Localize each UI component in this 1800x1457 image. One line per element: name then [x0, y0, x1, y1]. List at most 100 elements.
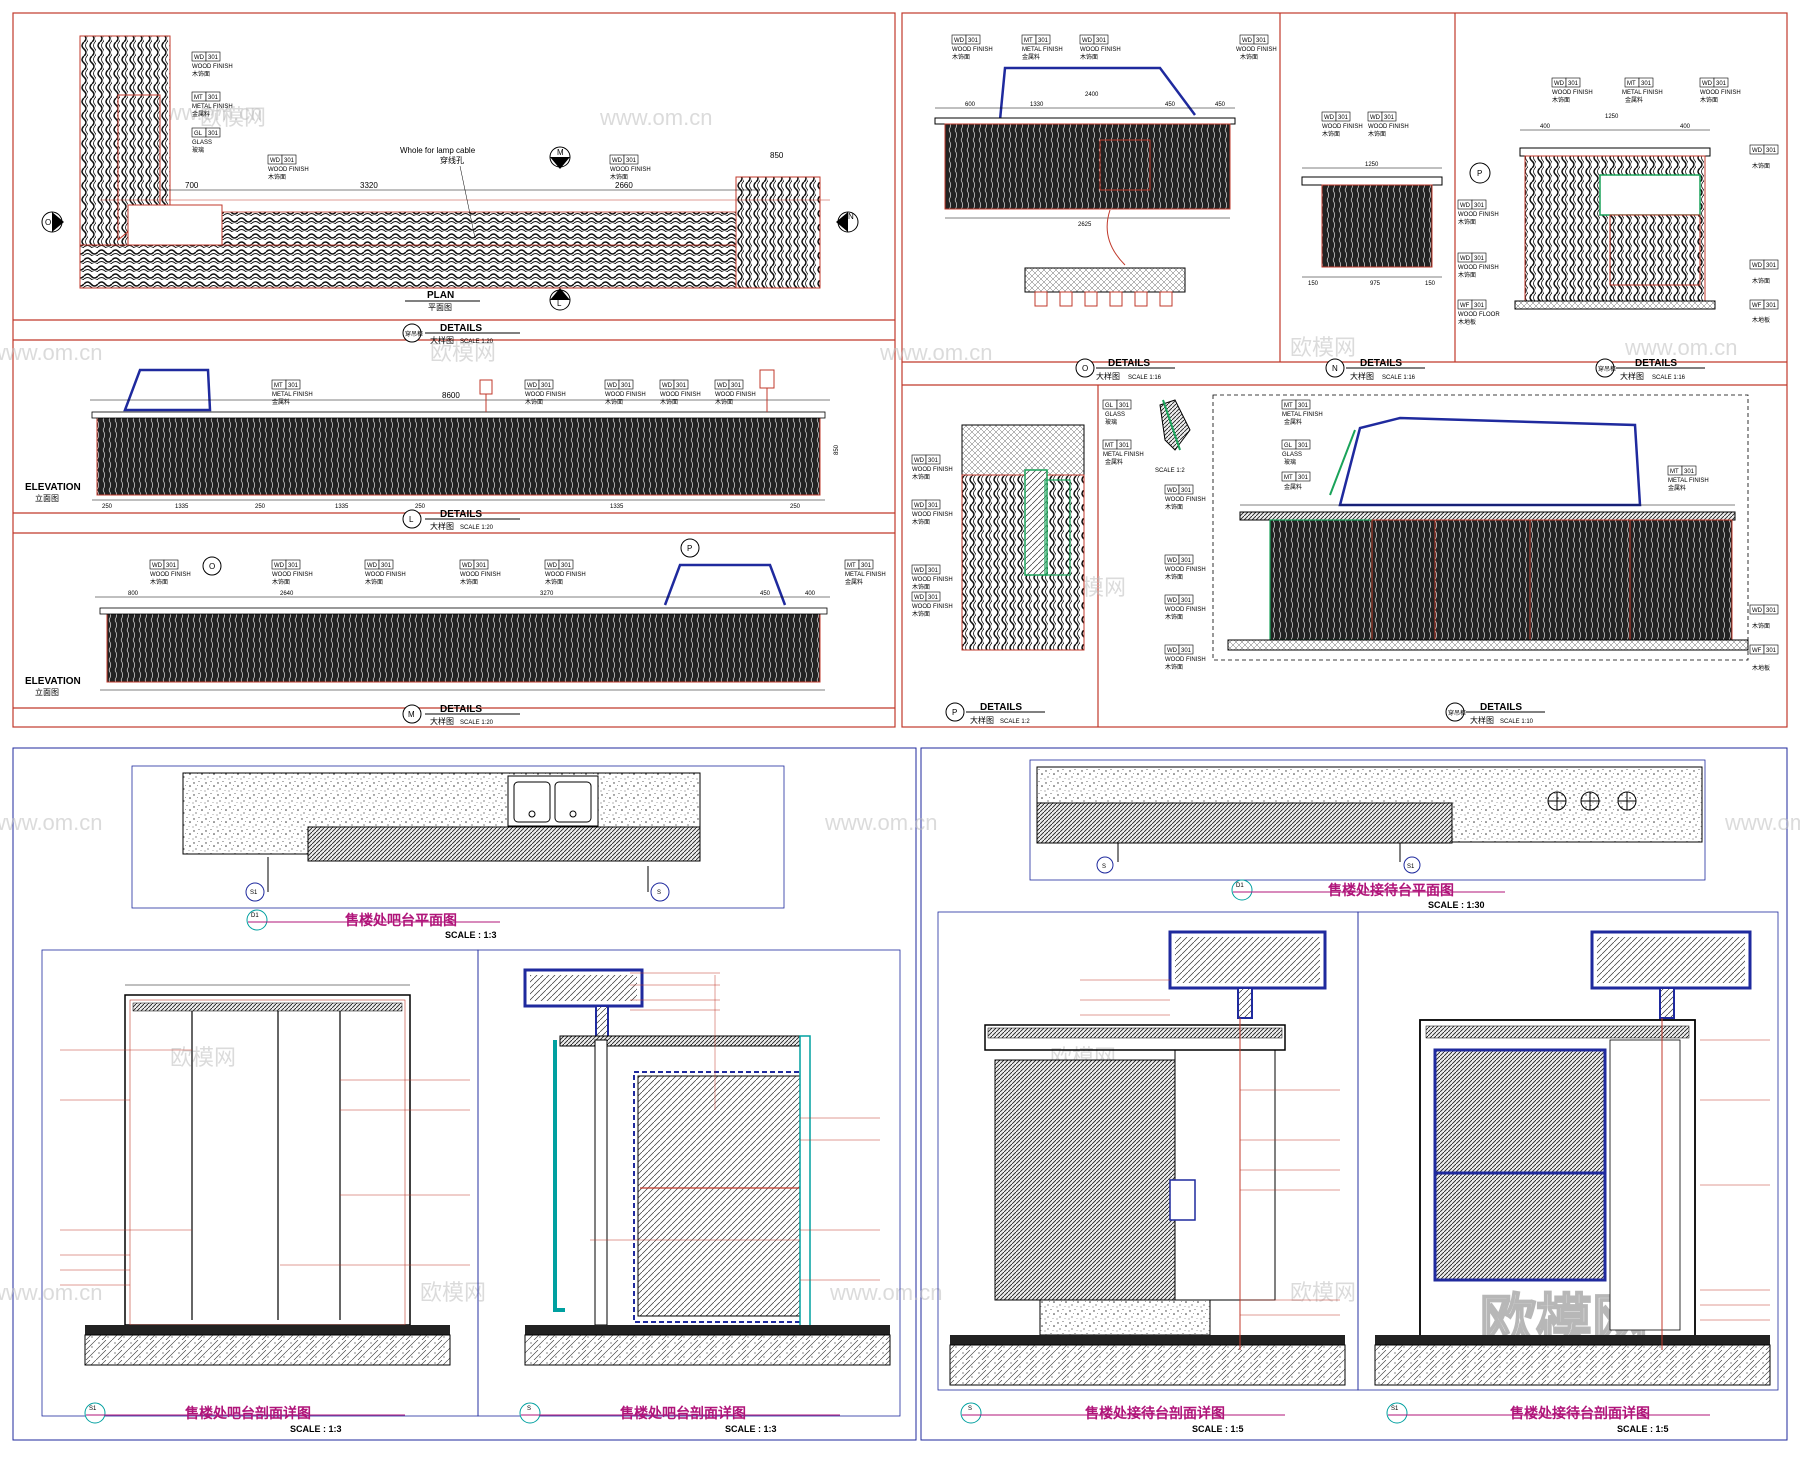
finish-tag: MT 301 金属料 [1281, 471, 1311, 491]
svg-text:大样图: 大样图 [970, 715, 994, 725]
svg-text:MT: MT [274, 383, 283, 389]
svg-text:WF: WF [1752, 303, 1762, 309]
svg-text:301: 301 [561, 563, 572, 569]
watermark-brand: 欧模网 [170, 1045, 236, 1070]
svg-text:M: M [408, 710, 415, 719]
svg-text:N: N [848, 212, 854, 221]
section-mark-icon: O [202, 556, 222, 576]
svg-text:WD: WD [914, 458, 925, 464]
svg-text:WD: WD [914, 503, 925, 509]
svg-text:150: 150 [1308, 281, 1319, 287]
svg-text:DETAILS: DETAILS [1360, 358, 1402, 369]
svg-text:O: O [45, 218, 51, 227]
svg-text:木饰面: 木饰面 [912, 583, 930, 591]
outlet-icon [1617, 791, 1637, 811]
finish-tag: WD 301 WOOD FINISH 木饰面 [364, 559, 406, 586]
svg-text:WOOD FINISH: WOOD FINISH [1368, 124, 1409, 130]
svg-text:301: 301 [861, 563, 872, 569]
svg-text:800: 800 [128, 591, 139, 597]
detail-joint: WD 301 WOOD FINISH 木饰面 WD 301 WOOD FINIS… [911, 424, 1085, 651]
svg-text:301: 301 [288, 383, 299, 389]
bar-sec2-ref: S [527, 1406, 531, 1412]
reception-plan-scale: SCALE : 1:30 [1428, 900, 1485, 910]
bar-sec1-caption: 售楼处吧台剖面详图 [184, 1405, 311, 1421]
svg-text:2625: 2625 [1078, 222, 1092, 228]
svg-text:木饰面: 木饰面 [1240, 53, 1258, 61]
detail-side-elevation: 400 1250 400 P WD 301 WOOD FINISH 木饰面 MT… [1457, 77, 1779, 326]
svg-text:木饰面: 木饰面 [1165, 573, 1183, 581]
watermark-site: www.om.cn [1624, 335, 1737, 360]
svg-text:WOOD FINISH: WOOD FINISH [1165, 567, 1206, 573]
section-mark-m-icon: M [549, 146, 571, 169]
finish-tag: MT 301 METAL FINISH 金属料 [1667, 465, 1709, 492]
elev-a-total: 8600 [442, 391, 460, 400]
svg-text:木地板: 木地板 [1458, 318, 1476, 326]
svg-text:150: 150 [1425, 281, 1436, 287]
svg-text:MT: MT [847, 563, 856, 569]
svg-text:N: N [1332, 364, 1338, 373]
detail-title-block: L DETAILS 大样图 SCALE 1:20 [402, 509, 520, 531]
svg-text:WD: WD [274, 563, 285, 569]
svg-text:301: 301 [1096, 38, 1107, 44]
svg-text:WOOD FINISH: WOOD FINISH [660, 392, 701, 398]
reception-sec2-caption: 售楼处接待台剖面详图 [1509, 1405, 1650, 1421]
svg-text:WD: WD [1752, 148, 1763, 154]
svg-text:木饰面: 木饰面 [660, 398, 678, 406]
svg-text:301: 301 [1641, 81, 1652, 87]
svg-text:木饰面: 木饰面 [610, 173, 628, 181]
bar-sec2-scale: SCALE : 1:3 [725, 1424, 777, 1434]
finish-tag: WD 301 WOOD FINISH 木饰面 [911, 454, 953, 481]
finish-tag: WD 301 WOOD FINISH 木饰面 [1164, 554, 1206, 581]
svg-text:WOOD FINISH: WOOD FINISH [1165, 497, 1206, 503]
svg-text:SCALE 1:16: SCALE 1:16 [1652, 375, 1686, 381]
svg-text:WOOD FINISH: WOOD FINISH [1080, 47, 1121, 53]
svg-text:301: 301 [1119, 443, 1130, 449]
svg-text:450: 450 [760, 591, 771, 597]
watermark-brand: 欧模网 [430, 340, 496, 365]
svg-text:301: 301 [731, 383, 742, 389]
svg-text:GLASS: GLASS [192, 140, 212, 146]
finish-tag: WD 301 WOOD FINISH 木饰面 [149, 559, 191, 586]
watermark-site: www.om.cn [0, 340, 102, 365]
detail-counter-section-10: MT 301 METAL FINISH 金属料 GL 301 GLASS 玻璃 … [1164, 394, 1779, 672]
bar-plan: S1 S D1 售楼处吧台平面图 SCALE : 1:3 [131, 765, 785, 940]
svg-text:WOOD FINISH: WOOD FINISH [1165, 657, 1206, 663]
svg-text:DETAILS: DETAILS [980, 702, 1022, 713]
svg-text:WD: WD [612, 158, 623, 164]
finish-tag: WD 301 木饰面 [1749, 259, 1779, 285]
finish-tag: MT 301 METAL FINISH 金属料 [1102, 439, 1144, 466]
svg-text:250: 250 [415, 504, 426, 510]
plan-drawing: 700 3320 2660 850 Whole for lamp cable 穿… [41, 35, 859, 312]
finish-tag: WD 301 WOOD FINISH 木饰面 [191, 51, 233, 78]
finish-tag: WD 301 木饰面 [1749, 144, 1779, 170]
svg-text:WOOD FINISH: WOOD FINISH [365, 572, 406, 578]
watermark-brand: 欧模网 [1290, 335, 1356, 360]
svg-text:木饰面: 木饰面 [545, 578, 563, 586]
svg-text:木饰面: 木饰面 [1368, 130, 1386, 138]
finish-tag: WD 301 WOOD FINISH 木饰面 [609, 154, 651, 181]
svg-text:木饰面: 木饰面 [1165, 503, 1183, 511]
svg-text:WOOD FINISH: WOOD FINISH [272, 572, 313, 578]
finish-tag: MT 301 METAL FINISH 金属料 [844, 559, 886, 586]
svg-text:450: 450 [1165, 102, 1176, 108]
svg-text:WOOD FINISH: WOOD FINISH [952, 47, 993, 53]
svg-text:金属料: 金属料 [1284, 483, 1302, 491]
finish-tag: WD 301 WOOD FINISH 木饰面 [911, 591, 953, 618]
svg-text:301: 301 [1474, 303, 1485, 309]
finish-tag: WD 301 WOOD FINISH 木饰面 [1236, 34, 1277, 61]
svg-text:METAL FINISH: METAL FINISH [272, 392, 313, 398]
detail-title-block: 穿吊柜 DETAILS 大样图 SCALE 1:10 [1445, 702, 1545, 725]
svg-text:木饰面: 木饰面 [1080, 53, 1098, 61]
svg-text:WD: WD [1167, 648, 1178, 654]
svg-text:金属料: 金属料 [845, 578, 863, 586]
detail-title-block: 穿吊柜 DETAILS 大样图 SCALE 1:20 [402, 323, 520, 345]
finish-tag: WD 301 WOOD FINISH 木饰面 [714, 379, 756, 406]
finish-tag: MT 301 METAL FINISH 金属料 [191, 91, 233, 118]
svg-text:301: 301 [626, 158, 637, 164]
svg-text:O: O [1082, 364, 1088, 373]
svg-text:600: 600 [965, 102, 976, 108]
finish-tag: WD 301 WOOD FINISH 木饰面 [267, 154, 309, 181]
svg-text:1335: 1335 [610, 504, 624, 510]
svg-text:301: 301 [928, 595, 939, 601]
